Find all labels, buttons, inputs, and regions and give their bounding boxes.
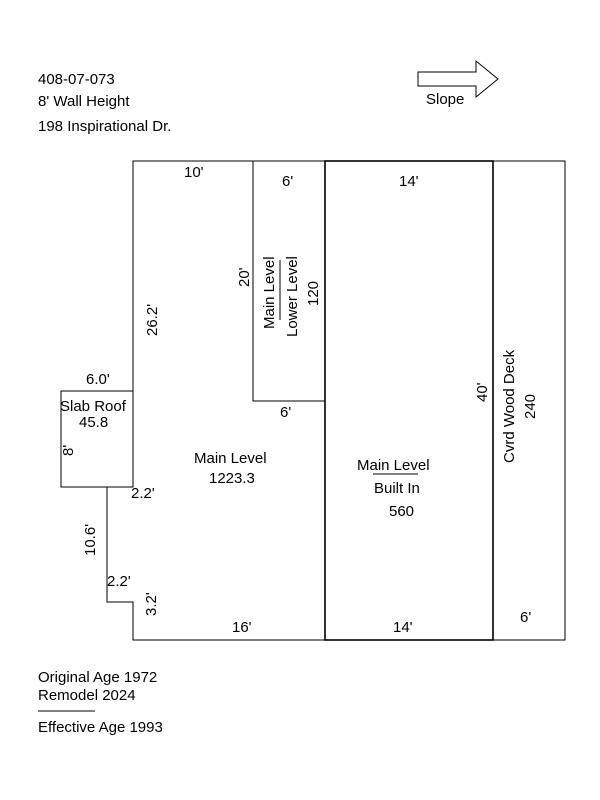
main-level-area: 1223.3 [209, 470, 255, 487]
slab-roof-area: 45.8 [79, 414, 108, 431]
original-age: Original Age 1972 [38, 669, 157, 686]
dim-step-upper: 2.2' [131, 485, 155, 502]
main-level-name: Main Level [194, 450, 267, 467]
dim-main-left: 26.2' [144, 304, 161, 336]
dim-step-lower: 2.2' [107, 573, 131, 590]
wall-height: 8' Wall Height [38, 93, 130, 110]
dim-lower-left: 20' [236, 267, 253, 287]
slab-roof-name: Slab Roof [60, 398, 127, 415]
lower-level-area: 120 [305, 281, 322, 306]
slab-roof-outline [60, 390, 133, 488]
built-in-name: Main Level [357, 457, 430, 474]
lower-level-name-top: Main Level [261, 256, 278, 329]
dim-lower-top: 6' [282, 173, 293, 190]
built-in-area: 560 [389, 503, 414, 520]
built-in-sub: Built In [374, 480, 420, 497]
dim-deck-bottom: 6' [520, 609, 531, 626]
dim-deck-left: 40' [474, 382, 491, 402]
dim-bottom-left-vertical: 3.2' [143, 592, 160, 616]
remodel-year: Remodel 2024 [38, 687, 136, 704]
dim-slab-top: 6.0' [86, 371, 110, 388]
dim-built-in-top: 14' [399, 173, 419, 190]
address: 198 Inspirational Dr. [38, 118, 171, 135]
slope-label: Slope [426, 91, 464, 108]
main-outline [106, 160, 566, 641]
slope-arrow-icon [417, 59, 499, 99]
dim-main-bottom: 16' [232, 619, 252, 636]
dim-notch-left: 10.6' [82, 524, 99, 556]
built-in-outline [324, 160, 494, 641]
effective-age: Effective Age 1993 [38, 719, 163, 736]
deck-name: Cvrd Wood Deck [501, 349, 518, 463]
dim-lower-bottom: 6' [280, 404, 291, 421]
lower-level-name-bottom: Lower Level [284, 256, 301, 337]
deck-area: 240 [522, 394, 539, 419]
dim-built-in-bottom: 14' [393, 619, 413, 636]
dim-top-left: 10' [184, 164, 204, 181]
parcel-id: 408-07-073 [38, 71, 115, 88]
dim-slab-left: 8' [60, 445, 77, 456]
